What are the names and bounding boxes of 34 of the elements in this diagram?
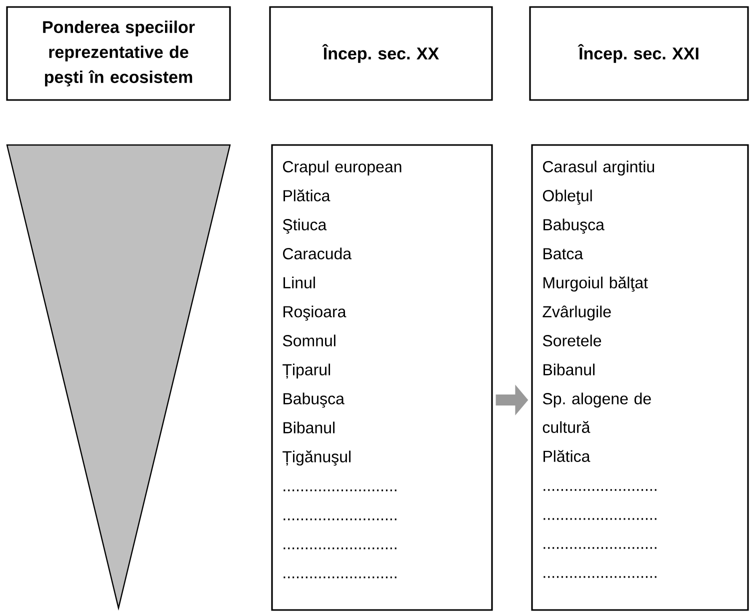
list-item: Plătica (284, 189, 330, 202)
list-item: Soretele (542, 334, 602, 346)
list-item: Obleţul (542, 190, 592, 205)
list-item: Caracuda (283, 248, 352, 260)
list-item: Țigănuşul (282, 450, 350, 466)
list-item: Sp. alogene de cultură (542, 392, 651, 433)
list-item: Ştiuca (282, 218, 327, 234)
list-item: Zvârlugile (542, 306, 611, 321)
list-item: .......................... (544, 518, 656, 520)
list-item: Babuşca (544, 218, 604, 234)
list-item: Plătica (544, 450, 590, 462)
list-item: Bibanul (284, 422, 334, 434)
list-item: Crapul european (283, 160, 402, 176)
list-item: .......................... (284, 548, 396, 550)
header-box: Încep. sec. XX (269, 6, 493, 101)
list-item: Batca (544, 248, 584, 260)
list-item: .......................... (544, 489, 656, 491)
list-item: Carasul argintiu (543, 160, 654, 176)
list-item: .......................... (284, 576, 396, 578)
list-item: Bibanul (544, 364, 594, 376)
list-item: Somnul (282, 334, 336, 346)
list-item: .......................... (284, 518, 396, 520)
header-box: Ponderea speciilor reprezentative de peşti în ecosistem (6, 6, 231, 101)
list-item: Murgoiul bălţat (544, 276, 648, 292)
list-box (531, 144, 749, 611)
list-item: .......................... (284, 490, 396, 492)
list-box (271, 144, 493, 611)
list-item: .......................... (544, 547, 656, 549)
header-box: Încep. sec. XXI (529, 6, 749, 101)
list-item: Babuşca (284, 392, 344, 408)
list-item: Țiparul (282, 364, 330, 379)
list-item: Roşioara (284, 306, 346, 321)
list-item: Linul (284, 276, 315, 288)
list-item: .......................... (544, 576, 656, 578)
